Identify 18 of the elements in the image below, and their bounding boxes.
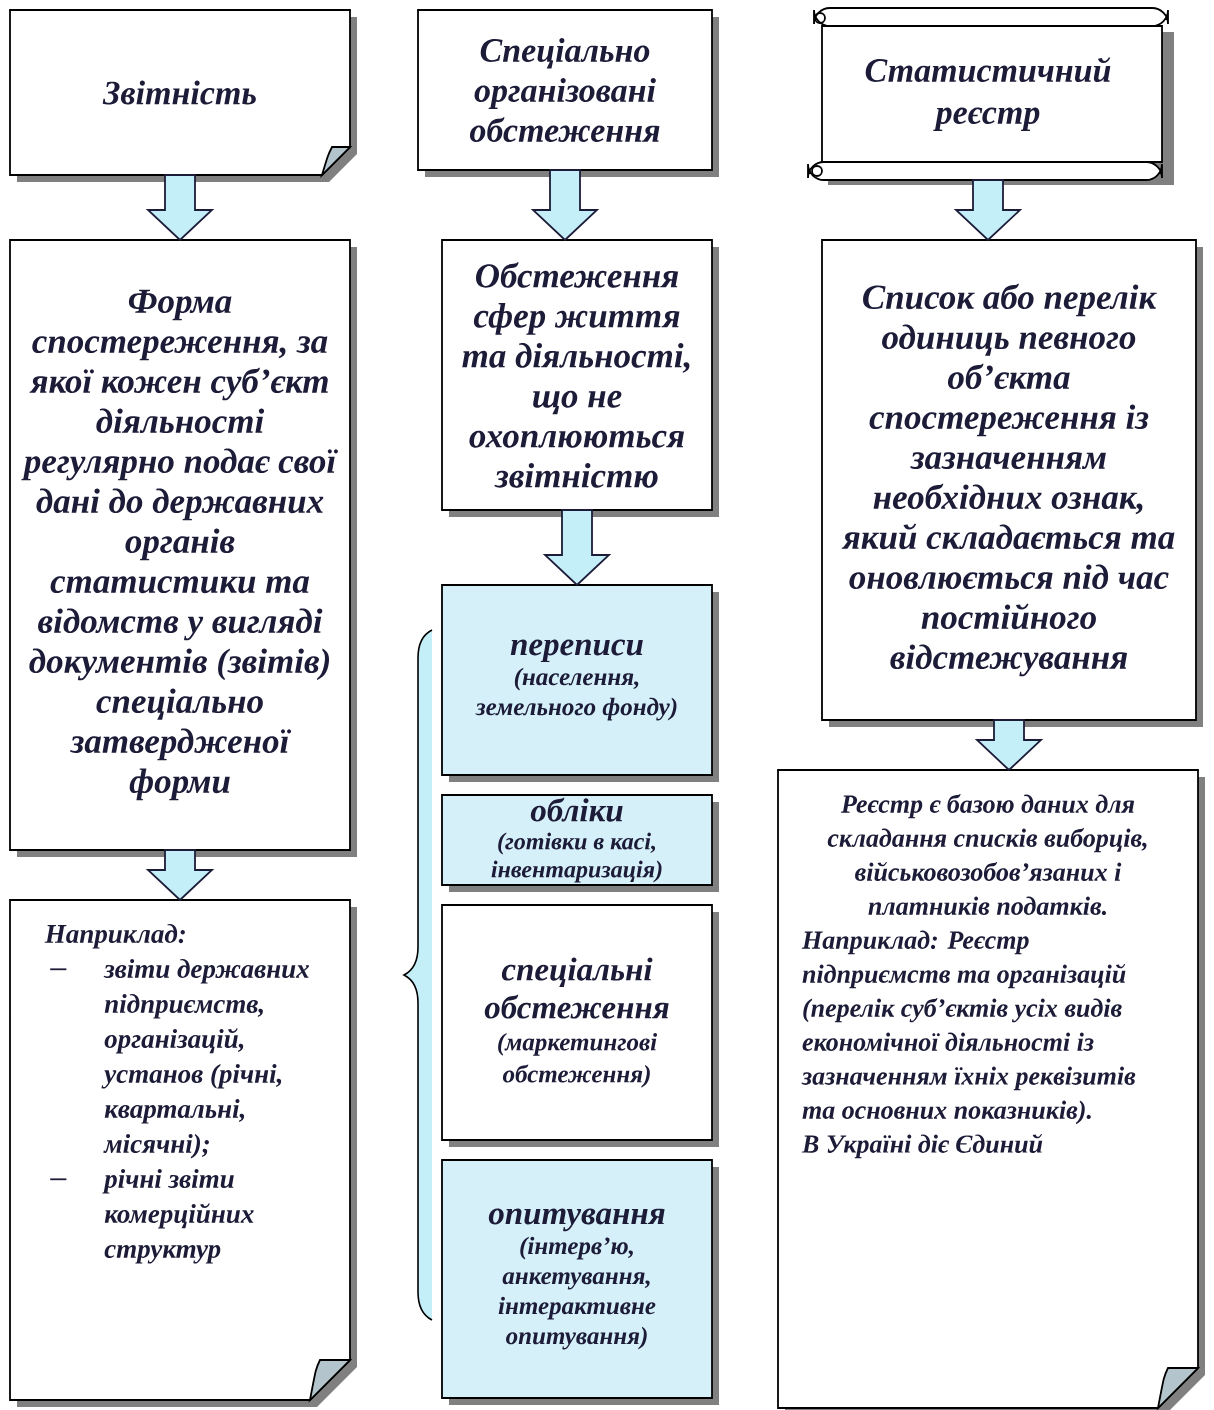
process-box: Обстеження сфер життя та діяльності, що не охоплюються звітністю — [441, 239, 719, 517]
block-arrow — [145, 849, 215, 902]
block-arrow — [530, 169, 600, 242]
category-box: спеціальні обстеження (маркетингові обстеження) — [441, 904, 719, 1147]
document-box: Наприклад: звіти державних підприємств, організацій, установ (річні, квартальні, місячні); річні звіти комерційних структур — [9, 899, 357, 1407]
category-box: опитування (інтерв’ю, анкетування, інтерактивне опитування) — [441, 1159, 719, 1405]
block-arrow — [542, 509, 612, 587]
category-box: переписи (населення, земельного фонду) — [441, 584, 719, 782]
block-arrow — [974, 719, 1044, 772]
document-box: Реєстр є базою даних для складання списків виборців, військовозобов’язаних і платників податків. Наприклад: Реєстр підприємств та організацій (перелік суб’єктів усіх видів економічної діяльності із зазначенням їхніх реквізитів та основних показників). В Україні діє Єдиний — [777, 769, 1205, 1410]
block-arrow — [145, 174, 215, 242]
process-box: Форма спостереження, за якої кожен суб’єкт діяльності регулярно подає свої дані до державних органів статистики та відомств у вигляді документів (звітів) спеціально затвердженої форми — [9, 239, 357, 857]
process-box: Спеціально організовані обстеження — [417, 9, 719, 177]
document-box: Звітність — [9, 9, 357, 182]
scroll-box: Статистичний реєстр — [807, 7, 1174, 185]
process-box: Список або перелік одиниць певного об’єкта спостереження із зазначенням необхідних ознак, який складається та оновлюється під час постійного відстежування — [821, 239, 1203, 727]
category-box: обліки (готівки в касі, інвентаризація) — [441, 794, 719, 892]
block-arrow — [953, 179, 1023, 242]
